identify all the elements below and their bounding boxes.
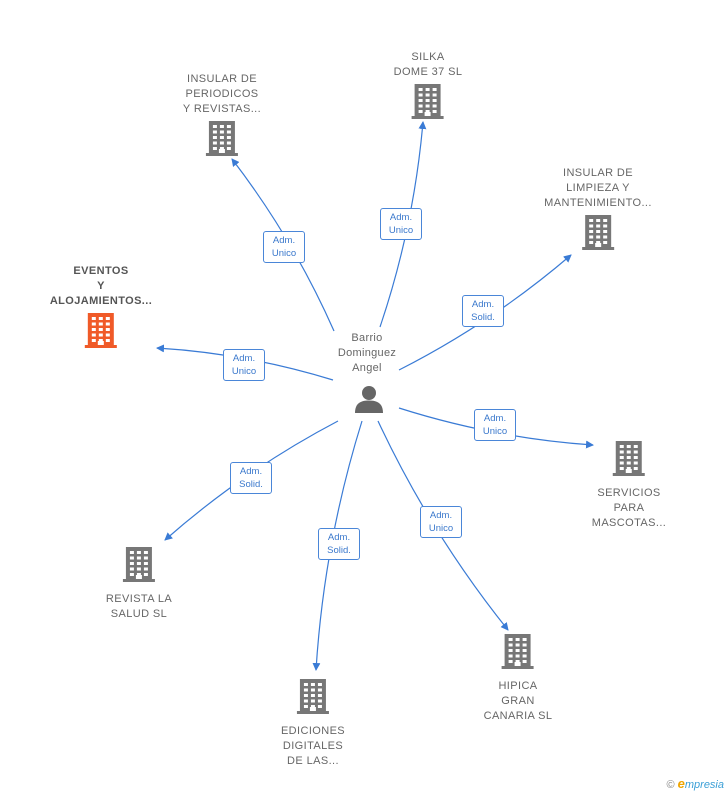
company-node-servicios-mascotas[interactable]: SERVICIOS PARA MASCOTAS... xyxy=(592,440,666,531)
company-label-line: Y REVISTAS... xyxy=(182,103,262,115)
company-label-line: MANTENIMIENTO... xyxy=(544,197,652,209)
company-label-line: INSULAR DE xyxy=(562,167,634,179)
role-line: Adm. xyxy=(232,353,256,364)
role-badge-eventos-alojamientos: Adm. Unico xyxy=(223,349,265,381)
role-line: Adm. xyxy=(429,510,453,521)
company-label-line: SERVICIOS xyxy=(597,487,661,499)
role-badge-revista-salud: Adm. Solid. xyxy=(230,462,272,494)
company-label-line: ALOJAMIENTOS... xyxy=(49,295,153,307)
role-line: Adm. xyxy=(483,413,507,424)
role-line: Solid. xyxy=(471,312,495,323)
company-label-line: PERIODICOS xyxy=(185,88,259,100)
role-line: Unico xyxy=(231,366,257,377)
building-icon[interactable] xyxy=(411,83,445,124)
company-node-insular-periodicos[interactable]: INSULAR DE PERIODICOS Y REVISTAS... xyxy=(183,72,261,161)
building-icon[interactable] xyxy=(122,546,156,587)
company-label-line: CANARIA SL xyxy=(483,710,553,722)
brand-name: mpresia xyxy=(684,779,724,791)
company-node-revista-salud[interactable]: REVISTA LA SALUD SL xyxy=(106,546,172,622)
role-line: Adm. xyxy=(272,235,296,246)
building-icon[interactable] xyxy=(612,440,646,481)
center-person-name: Barrio Dominguez Angel xyxy=(338,331,396,376)
building-icon[interactable] xyxy=(581,214,615,255)
company-label-line: DE LAS... xyxy=(287,755,339,767)
company-label[interactable]: INSULAR DE LIMPIEZA Y MANTENIMIENTO... xyxy=(544,166,652,211)
role-line: Unico xyxy=(482,426,508,437)
company-label-line: REVISTA LA xyxy=(105,593,173,605)
role-badge-hipica-gran-canaria: Adm. Unico xyxy=(420,506,462,538)
company-node-ediciones-digitales[interactable]: EDICIONES DIGITALES DE LAS... xyxy=(281,678,345,769)
center-name-line: Dominguez xyxy=(337,347,397,359)
company-label[interactable]: INSULAR DE PERIODICOS Y REVISTAS... xyxy=(183,72,261,117)
company-label-line: GRAN xyxy=(501,695,535,707)
role-line: Solid. xyxy=(239,479,263,490)
company-label-line: PARA xyxy=(613,502,645,514)
company-label-line: EVENTOS xyxy=(73,265,129,277)
center-name-line: Barrio xyxy=(351,332,383,344)
person-icon[interactable] xyxy=(354,384,384,419)
company-label-line: Y xyxy=(97,280,105,292)
role-badge-silka-dome: Adm. Unico xyxy=(380,208,422,240)
building-icon[interactable] xyxy=(296,678,330,719)
role-line: Unico xyxy=(388,225,414,236)
company-label[interactable]: SILKA DOME 37 SL xyxy=(394,50,463,80)
role-line: Unico xyxy=(428,523,454,534)
brand-initial: e xyxy=(677,776,685,791)
company-label[interactable]: HIPICA GRAN CANARIA SL xyxy=(484,679,553,724)
role-line: Adm. xyxy=(239,466,263,477)
building-icon[interactable] xyxy=(205,120,239,161)
company-label-line: DIGITALES xyxy=(282,740,344,752)
brand-footer: © empresia xyxy=(666,776,724,791)
company-label-line: MASCOTAS... xyxy=(591,517,667,529)
role-badge-insular-limpieza: Adm. Solid. xyxy=(462,295,504,327)
company-label-line: DOME 37 SL xyxy=(393,66,463,78)
role-badge-servicios-mascotas: Adm. Unico xyxy=(474,409,516,441)
company-node-insular-limpieza[interactable]: INSULAR DE LIMPIEZA Y MANTENIMIENTO... xyxy=(544,166,652,255)
company-node-eventos-alojamientos[interactable]: EVENTOS Y ALOJAMIENTOS... xyxy=(50,264,152,353)
company-label-line: HIPICA xyxy=(498,680,538,692)
role-line: Unico xyxy=(271,248,297,259)
company-label[interactable]: EDICIONES DIGITALES DE LAS... xyxy=(281,724,345,769)
company-label-line: SALUD SL xyxy=(110,608,168,620)
company-label-line: SILKA xyxy=(411,51,445,63)
company-label-line: INSULAR DE xyxy=(186,73,258,85)
role-line: Adm. xyxy=(471,299,495,310)
role-badge-insular-periodicos: Adm. Unico xyxy=(263,231,305,263)
company-node-hipica-gran-canaria[interactable]: HIPICA GRAN CANARIA SL xyxy=(484,633,553,724)
center-name-line: Angel xyxy=(352,362,382,374)
role-line: Adm. xyxy=(389,212,413,223)
building-icon[interactable] xyxy=(501,633,535,674)
role-line: Adm. xyxy=(327,532,351,543)
company-label[interactable]: EVENTOS Y ALOJAMIENTOS... xyxy=(50,264,152,309)
role-line: Solid. xyxy=(327,545,351,556)
company-label-line: LIMPIEZA Y xyxy=(566,182,630,194)
company-label[interactable]: SERVICIOS PARA MASCOTAS... xyxy=(592,486,666,531)
copyright-symbol: © xyxy=(666,779,675,791)
role-badge-ediciones-digitales: Adm. Solid. xyxy=(318,528,360,560)
company-label-line: EDICIONES xyxy=(280,725,346,737)
company-node-silka-dome[interactable]: SILKA DOME 37 SL xyxy=(394,50,463,124)
building-icon[interactable] xyxy=(84,312,118,353)
company-label[interactable]: REVISTA LA SALUD SL xyxy=(106,592,172,622)
